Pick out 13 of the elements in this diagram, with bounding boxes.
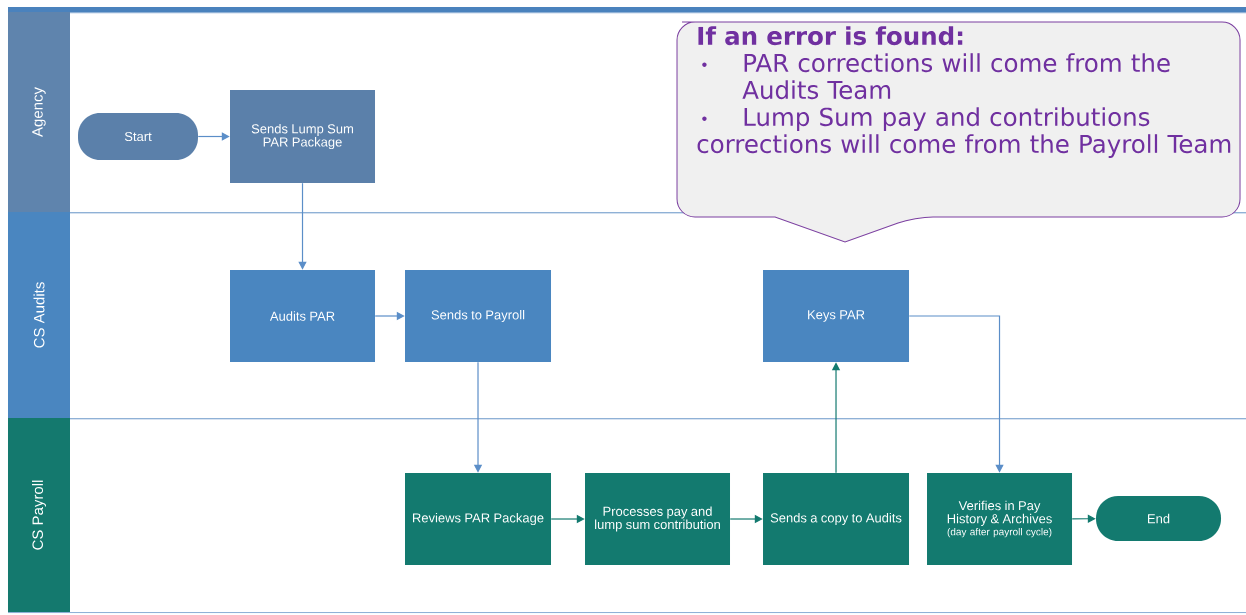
- process-box: Audits PAR: [230, 270, 375, 362]
- arrow: [298, 182, 307, 270]
- process-box: Sends a copy to Audits: [763, 473, 909, 565]
- callout-bubble: If an error is found: PAR corrections will come from the Audits Team Lump Sum pay and contributions corrections will come from the Payroll Team: [676, 21, 1241, 243]
- process-box: Reviews PAR Package: [405, 473, 551, 565]
- arrow: [197, 132, 230, 141]
- arrow: [908, 315, 1004, 473]
- process-box: Processes pay and lump sum contribution: [585, 473, 730, 565]
- arrow: [1071, 514, 1096, 523]
- process-box: Keys PAR: [763, 270, 909, 362]
- process-box: Sends to Payroll: [405, 270, 551, 362]
- process-box: Sends Lump Sum PAR Package: [230, 90, 375, 183]
- process-box: Verifies in Pay History & Archives (day after payroll cycle): [927, 473, 1072, 565]
